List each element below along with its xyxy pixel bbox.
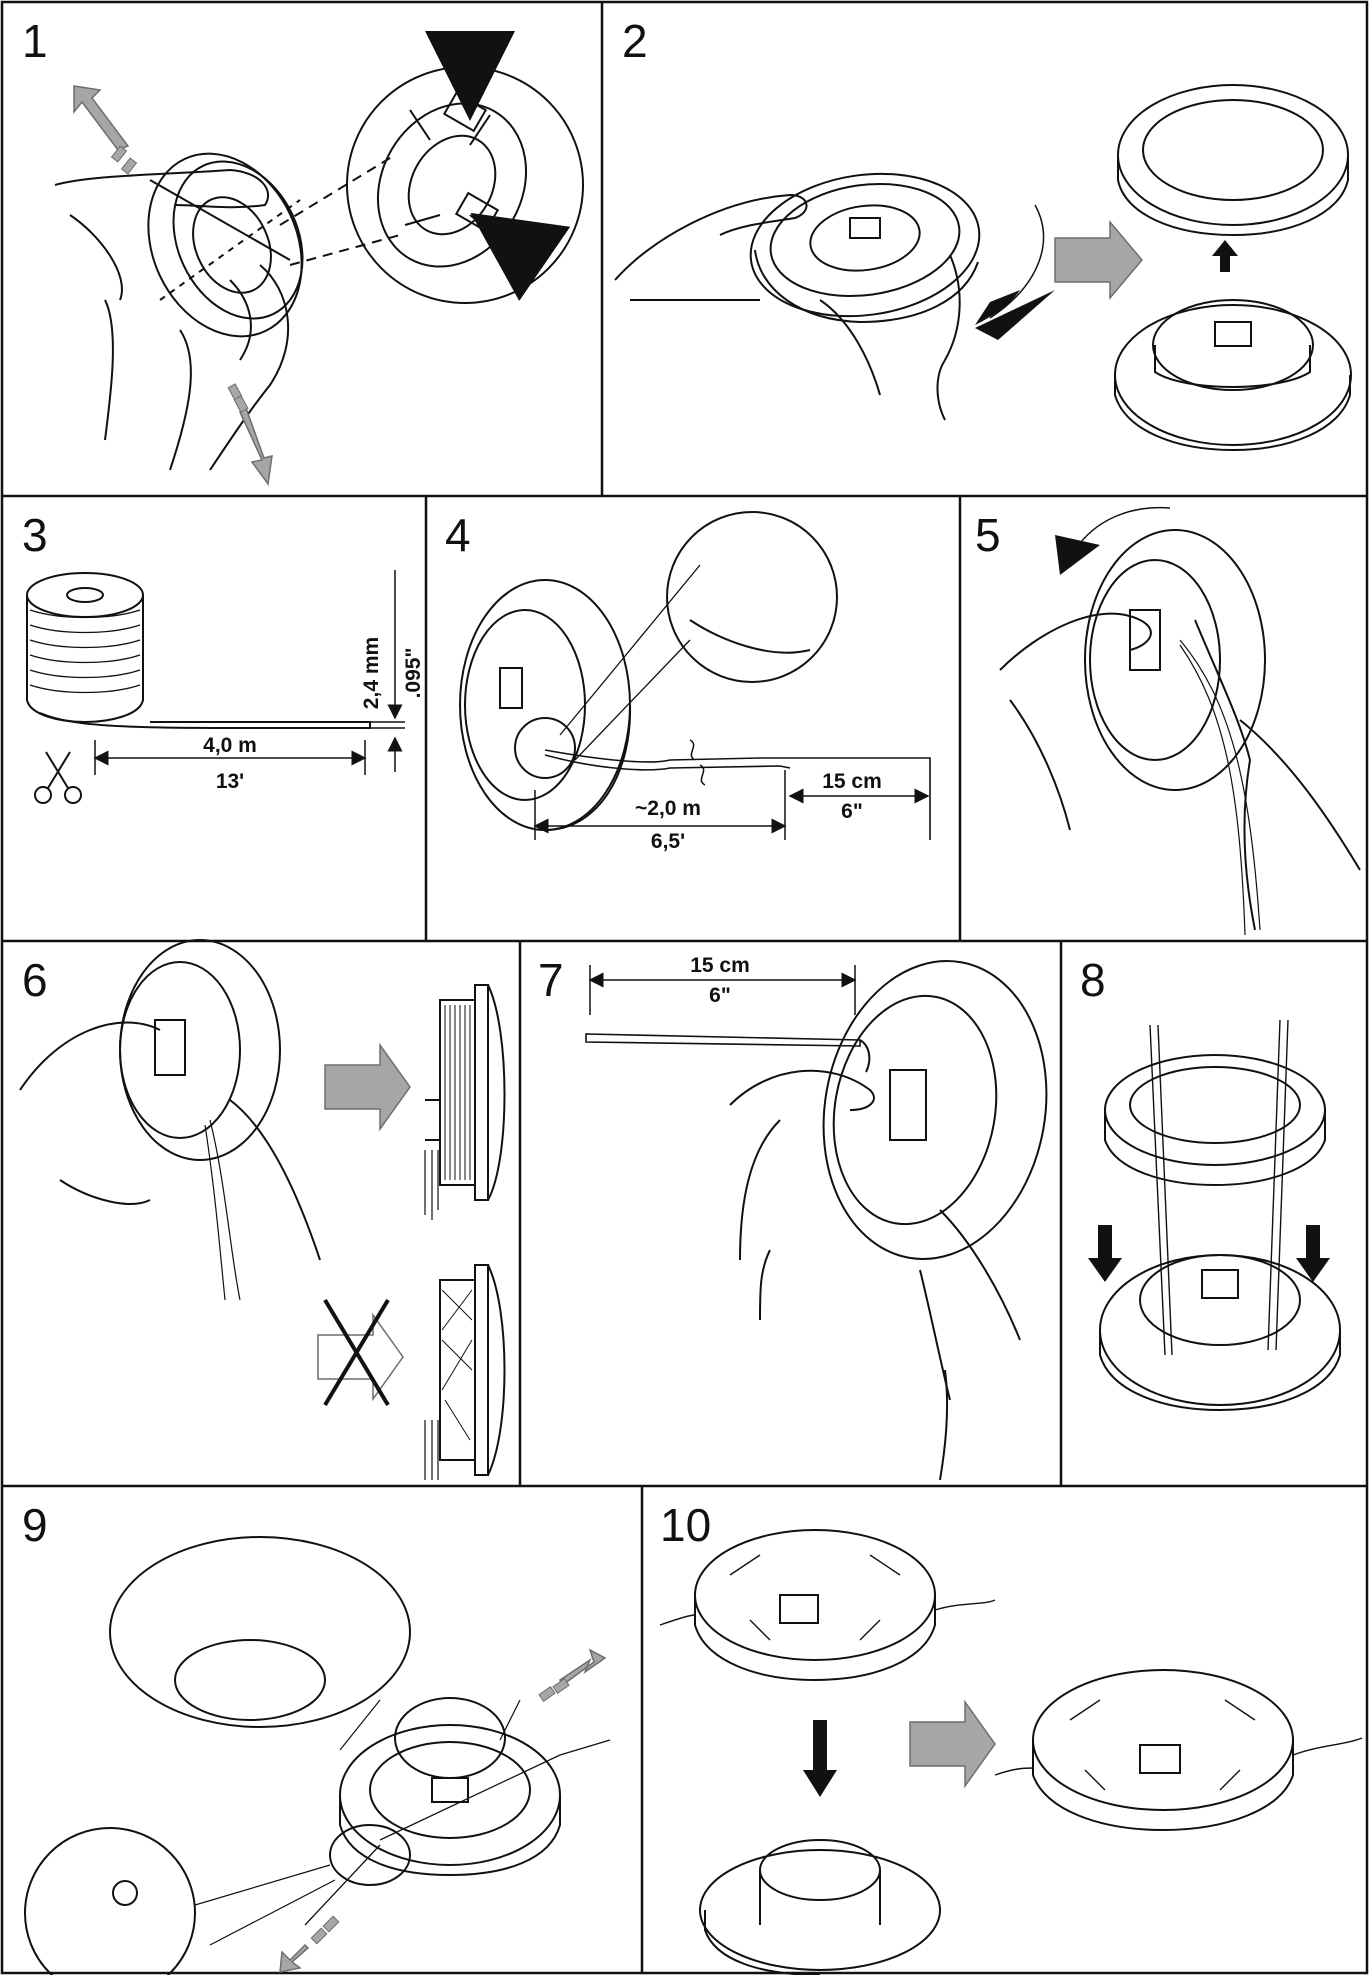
step3-length-imperial: 13'	[216, 770, 244, 793]
step3-length-metric: 4,0 m	[203, 734, 257, 757]
panel-5-illustration	[1000, 530, 1360, 935]
panel-7-illustration	[586, 943, 1069, 1480]
step4-wind-imperial: 6,5'	[651, 830, 685, 853]
step-number-5: 5	[975, 512, 1001, 558]
step-number-2: 2	[622, 18, 648, 64]
panel-1-arrows	[74, 72, 510, 484]
step3-thickness-metric: 2,4 mm	[360, 637, 383, 709]
panel-2-illustration	[615, 85, 1351, 450]
step-number-3: 3	[22, 512, 48, 558]
panel-8-illustration	[1100, 1020, 1340, 1410]
panel-6-arrows	[318, 1045, 410, 1399]
panel-3-illustration	[27, 573, 370, 728]
panel-6-illustration	[20, 940, 505, 1480]
step4-tail-imperial: 6"	[841, 800, 863, 823]
panel-9-illustration	[25, 1537, 610, 1975]
step-number-4: 4	[445, 512, 471, 558]
step-number-1: 1	[22, 18, 48, 64]
step-number-8: 8	[1080, 957, 1106, 1003]
step3-thickness-imperial: .095"	[402, 648, 425, 699]
step4-wind-metric: ~2,0 m	[635, 797, 701, 820]
step4-tail-metric: 15 cm	[822, 770, 882, 793]
panel-2-arrows	[975, 205, 1238, 340]
panel-1-illustration	[55, 67, 583, 470]
panel-10-illustration	[660, 1530, 1362, 1975]
step7-tail-metric: 15 cm	[690, 954, 750, 977]
step-number-7: 7	[538, 957, 564, 1003]
step7-tail-imperial: 6"	[709, 984, 731, 1007]
step-number-10: 10	[660, 1502, 711, 1548]
panel-10-arrows	[803, 1702, 995, 1797]
step-number-9: 9	[22, 1502, 48, 1548]
scissors-icon	[35, 752, 81, 803]
step-number-6: 6	[22, 957, 48, 1003]
panel-8-arrows	[1088, 1225, 1330, 1282]
